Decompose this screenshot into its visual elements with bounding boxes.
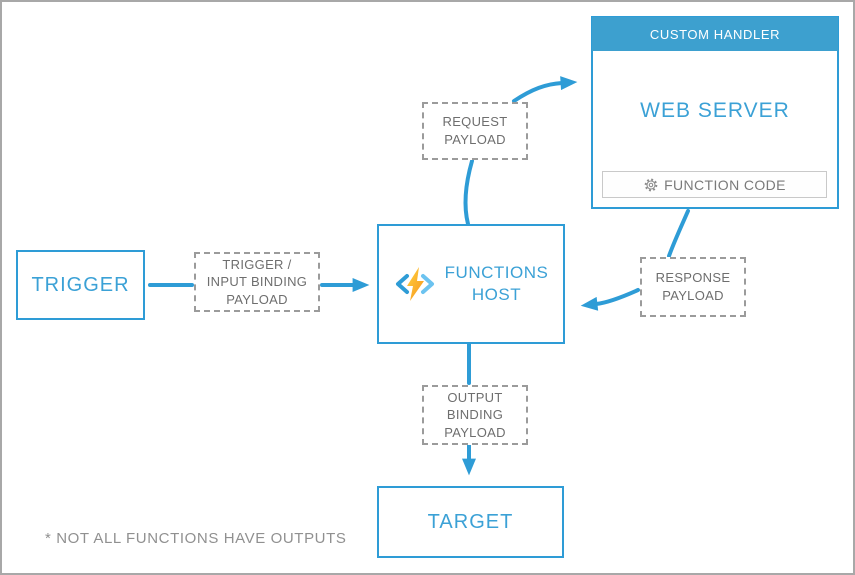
target-box: TARGET xyxy=(377,486,564,558)
response-payload-line: RESPONSE xyxy=(655,270,731,286)
gear-icon xyxy=(644,178,658,191)
trigger-box: TRIGGER xyxy=(16,250,145,320)
target-label: TARGET xyxy=(427,510,514,533)
request-payload-line: PAYLOAD xyxy=(444,132,506,147)
custom-handler-body: WEB SERVER FUNCTION CODE xyxy=(593,51,837,207)
output-binding-line: BINDING xyxy=(446,407,504,423)
function-code-bar: FUNCTION CODE xyxy=(602,171,827,198)
output-binding-payload-box: OUTPUT BINDING PAYLOAD xyxy=(422,385,528,445)
output-binding-line: OUTPUT xyxy=(447,389,503,405)
function-code-label: FUNCTION CODE xyxy=(664,176,786,193)
response-payload-line: PAYLOAD xyxy=(662,288,724,303)
web-server-label: WEB SERVER xyxy=(640,99,790,122)
custom-handler-box: CUSTOM HANDLER WEB SERVER FUNCTION CODE xyxy=(591,16,839,209)
connector-host-to-request xyxy=(463,159,474,226)
request-payload-line: REQUEST xyxy=(442,114,508,130)
footnote-text: * NOT ALL FUNCTIONS HAVE OUTPUTS xyxy=(45,530,347,547)
functions-lightning-icon xyxy=(395,267,434,301)
input-binding-line: PAYLOAD xyxy=(226,291,288,307)
functions-host-line: HOST xyxy=(471,285,522,304)
custom-handler-title: CUSTOM HANDLER xyxy=(649,26,781,42)
request-payload-box: REQUEST PAYLOAD xyxy=(422,102,528,160)
custom-handler-header: CUSTOM HANDLER xyxy=(592,17,838,51)
input-binding-line: TRIGGER / xyxy=(222,256,292,272)
trigger-label: TRIGGER xyxy=(31,273,130,296)
functions-host-label: FUNCTIONS HOST xyxy=(445,262,549,306)
arrow-request-to-handler xyxy=(512,76,578,103)
output-binding-line: PAYLOAD xyxy=(444,424,506,440)
input-binding-payload-box: TRIGGER / INPUT BINDING PAYLOAD xyxy=(194,252,320,312)
connector-handler-to-response xyxy=(667,209,690,258)
arrow-response-to-host xyxy=(580,288,640,311)
functions-host-line: FUNCTIONS xyxy=(444,262,549,282)
input-binding-line: INPUT BINDING xyxy=(206,274,308,290)
response-payload-box: RESPONSE PAYLOAD xyxy=(640,257,746,317)
functions-host-box: FUNCTIONS HOST xyxy=(377,224,565,344)
